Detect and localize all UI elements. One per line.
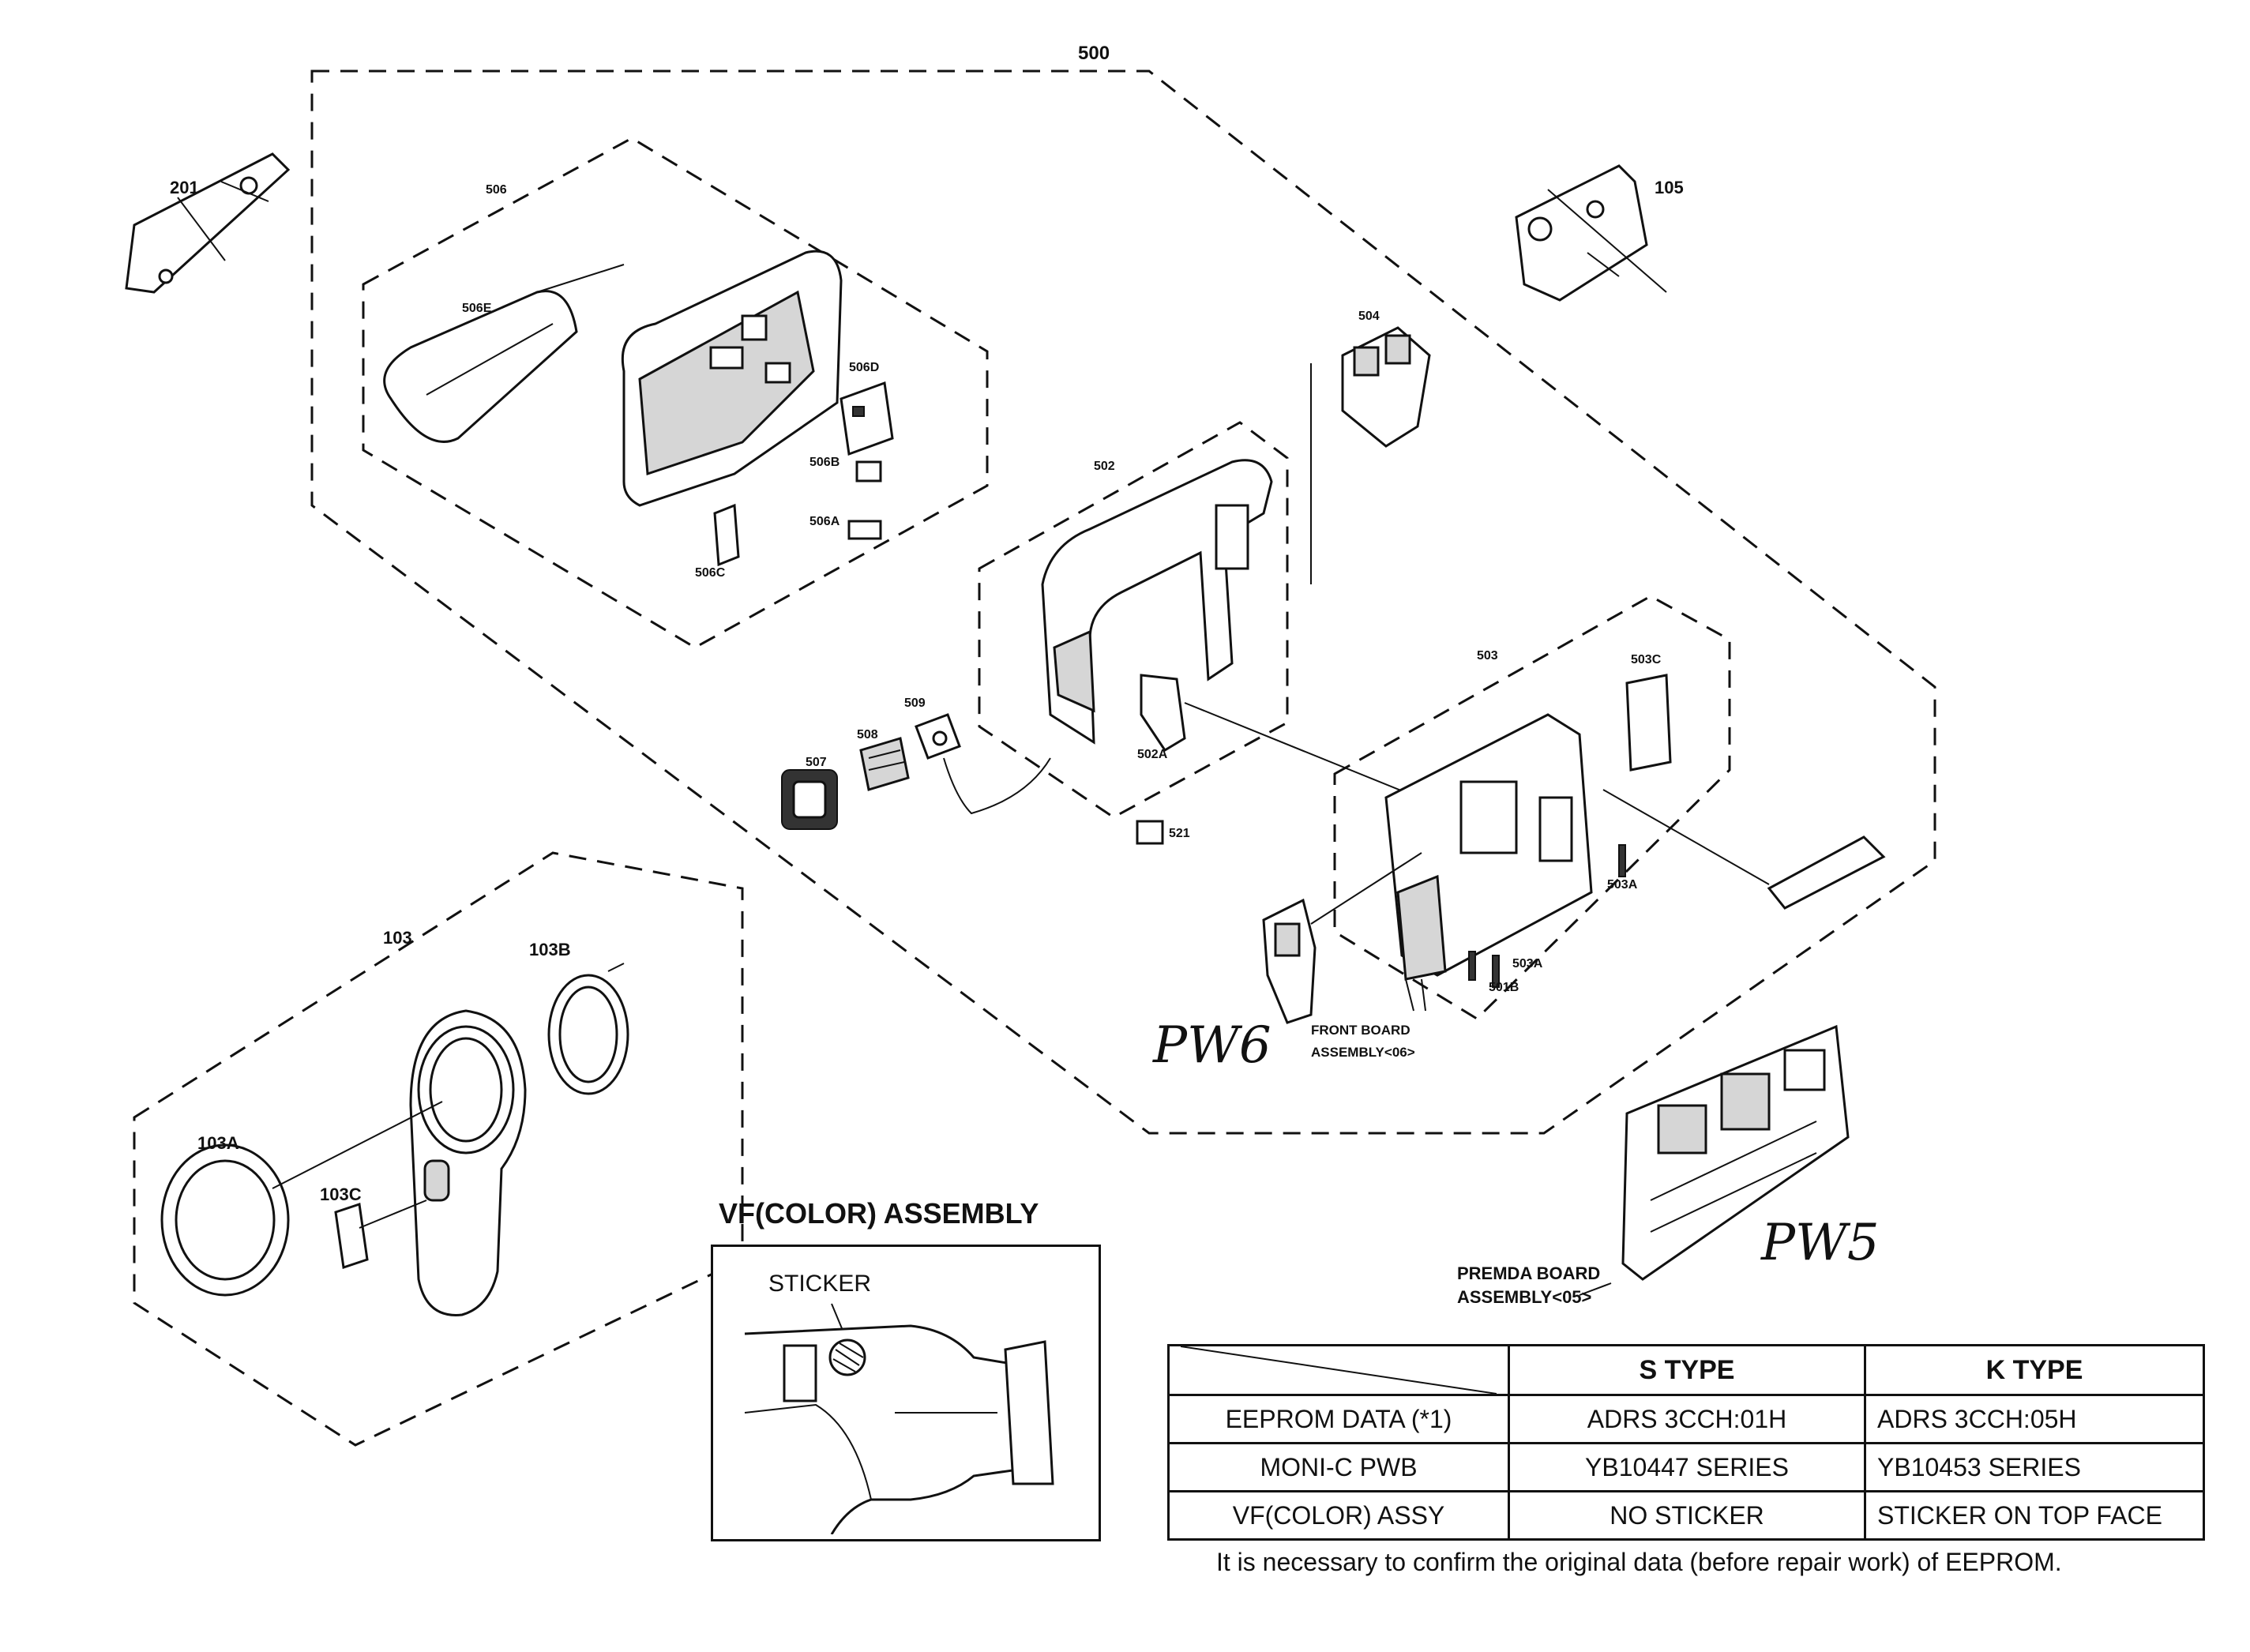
part-506A-switch	[847, 520, 882, 540]
table-corner-cell	[1167, 1344, 1510, 1396]
part-503A-screw-2	[1492, 955, 1500, 988]
label-503: 503	[1477, 649, 1498, 663]
spec-table: S TYPE K TYPE EEPROM DATA (*1) ADRS 3CCH…	[1167, 1344, 2205, 1541]
table-cell-s: YB10447 SERIES	[1508, 1442, 1866, 1492]
label-506C: 506C	[695, 566, 726, 580]
label-506D: 506D	[849, 361, 879, 374]
label-503C: 503C	[1631, 653, 1662, 666]
table-cell-k: STICKER ON TOP FACE	[1864, 1490, 2205, 1541]
table-cell-k: YB10453 SERIES	[1864, 1442, 2205, 1492]
label-503A-1: 503A	[1607, 878, 1638, 892]
part-503-chassis	[1384, 713, 1593, 1012]
label-front-board-2: ASSEMBLY<06>	[1311, 1045, 1415, 1060]
label-506A: 506A	[809, 515, 840, 528]
handwritten-pw6: PW6	[1152, 1016, 1271, 1075]
vf-drawing	[744, 1303, 1054, 1534]
label-premda-board-1: PREMDA BOARD	[1457, 1263, 1600, 1283]
part-501B-screw	[1468, 951, 1476, 981]
part-506E-grip-belt	[383, 264, 625, 443]
part-201-strap-plate	[125, 152, 291, 294]
label-103B: 103B	[529, 940, 571, 959]
assembly-502-boundary	[978, 421, 1289, 819]
label-103: 103	[383, 928, 412, 948]
part-506C-lever	[713, 503, 740, 567]
label-509: 509	[904, 696, 926, 710]
label-105: 105	[1655, 178, 1684, 197]
part-502-front-frame	[1041, 459, 1273, 745]
label-521: 521	[1169, 827, 1190, 840]
part-504-jack-assembly	[1310, 326, 1431, 584]
table-row: VF(COLOR) ASSY NO STICKER STICKER ON TOP…	[1167, 1490, 2205, 1541]
part-506D-bracket	[840, 381, 894, 456]
table-cell-s: ADRS 3CCH:01H	[1508, 1394, 1866, 1444]
label-502A: 502A	[1137, 748, 1168, 761]
label-502: 502	[1094, 460, 1115, 473]
part-rear-bracket	[1602, 789, 1886, 910]
label-503A-2: 503A	[1512, 957, 1543, 971]
part-103-housing	[409, 1009, 527, 1316]
assembly-500-boundary	[310, 69, 1936, 1135]
label-506B: 506B	[809, 456, 840, 469]
label-504: 504	[1358, 310, 1380, 323]
label-506E: 506E	[462, 302, 492, 315]
label-front-board-1: FRONT BOARD	[1311, 1023, 1410, 1038]
part-105-bracket	[1515, 164, 1667, 302]
table-row-label: EEPROM DATA (*1)	[1167, 1394, 1510, 1444]
table-row: MONI-C PWB YB10447 SERIES YB10453 SERIES	[1167, 1442, 2205, 1492]
part-508-connector	[859, 737, 910, 791]
part-front-board	[1262, 852, 1422, 1024]
part-103C-cap	[334, 1200, 427, 1269]
label-103A: 103A	[197, 1133, 239, 1153]
label-507: 507	[806, 756, 827, 769]
label-506: 506	[486, 183, 507, 197]
table-header-k-type: K TYPE	[1864, 1344, 2205, 1396]
table-header-row: S TYPE K TYPE	[1167, 1344, 2205, 1396]
handwritten-pw5: PW5	[1760, 1214, 1880, 1272]
part-507-eyecup	[781, 769, 838, 830]
part-503A-screw-1	[1618, 844, 1626, 877]
table-row-label: VF(COLOR) ASSY	[1167, 1490, 1510, 1541]
assembly-506-boundary	[362, 137, 989, 649]
label-103C: 103C	[320, 1185, 362, 1204]
label-501B: 501B	[1489, 981, 1519, 994]
part-103A-lens-ring	[160, 1101, 443, 1297]
part-521-sheet	[1136, 820, 1164, 845]
label-500: 500	[1078, 43, 1110, 64]
part-503C-plate	[1625, 674, 1672, 772]
part-506-side-cover	[621, 250, 843, 507]
part-premda-board	[1621, 1024, 1850, 1281]
part-506B-button	[855, 460, 882, 482]
table-row: EEPROM DATA (*1) ADRS 3CCH:01H ADRS 3CCH…	[1167, 1394, 2205, 1444]
table-header-s-type: S TYPE	[1508, 1344, 1866, 1396]
vf-sticker-label: STICKER	[768, 1271, 872, 1297]
label-508: 508	[857, 728, 878, 742]
table-cell-k: ADRS 3CCH:05H	[1864, 1394, 2205, 1444]
part-509-cover	[915, 713, 1051, 815]
table-note: It is necessary to confirm the original …	[1216, 1548, 2062, 1576]
table-row-label: MONI-C PWB	[1167, 1442, 1510, 1492]
vf-assembly-box: STICKER	[711, 1245, 1101, 1541]
label-premda-board-2: ASSEMBLY<05>	[1457, 1287, 1591, 1307]
part-103B-ring-bracket	[547, 963, 629, 1095]
table-cell-s: NO STICKER	[1508, 1490, 1866, 1541]
assembly-503-boundary	[1333, 595, 1731, 1020]
vf-assembly-title: VF(COLOR) ASSEMBLY	[719, 1197, 1039, 1230]
label-201: 201	[170, 178, 199, 197]
corner-diagonal	[1181, 1346, 1497, 1394]
